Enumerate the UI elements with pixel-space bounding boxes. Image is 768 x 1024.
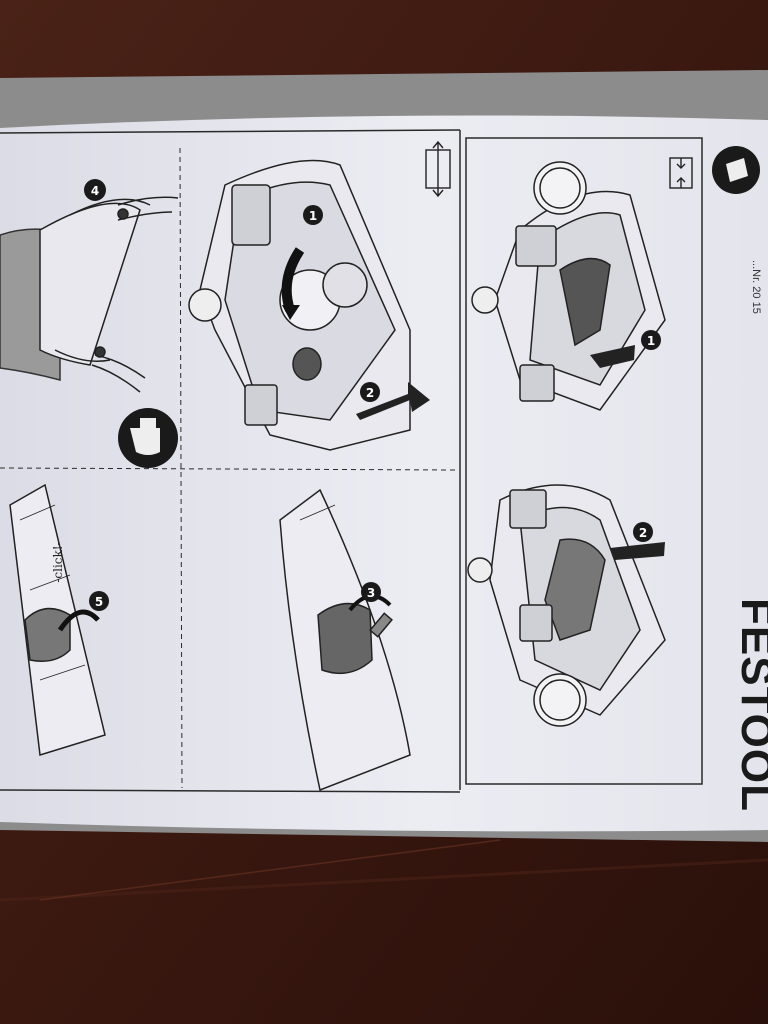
step-3-badge (361, 582, 381, 602)
click-label: -click!- (51, 541, 65, 582)
step-2-badge-b (633, 522, 653, 542)
step-1-badge-a (303, 205, 323, 225)
safety-goggles-mask-icon (118, 408, 178, 468)
recycle-bag-icon (712, 146, 760, 194)
panel-step-5 (9, 483, 106, 756)
step-3-label: 3 (367, 586, 375, 600)
step-5-label: 5 (95, 595, 103, 609)
compress-arrows-icon (669, 157, 693, 189)
panel-step-4 (0, 196, 179, 393)
panel-frames (0, 129, 703, 793)
panel-steps-1-2 (188, 159, 411, 451)
part-number-text: ...Nr. 20 15 (750, 260, 762, 314)
step-1-label-b: 1 (647, 334, 655, 348)
step-4-label: 4 (91, 184, 99, 198)
panel-step-3 (279, 488, 411, 792)
festool-brand-logo: FESTOOL (732, 598, 768, 812)
expand-arrows-icon (425, 140, 451, 198)
panel-right-step-2 (467, 484, 666, 727)
step-4-badge (84, 179, 106, 201)
step-1-label-a: 1 (309, 209, 317, 223)
step-5-badge (89, 591, 109, 611)
step-1-badge-b (641, 330, 661, 350)
step-2-label-a: 2 (366, 386, 374, 400)
step-2-badge-a (360, 382, 380, 402)
step-2-label-b: 2 (639, 526, 647, 540)
